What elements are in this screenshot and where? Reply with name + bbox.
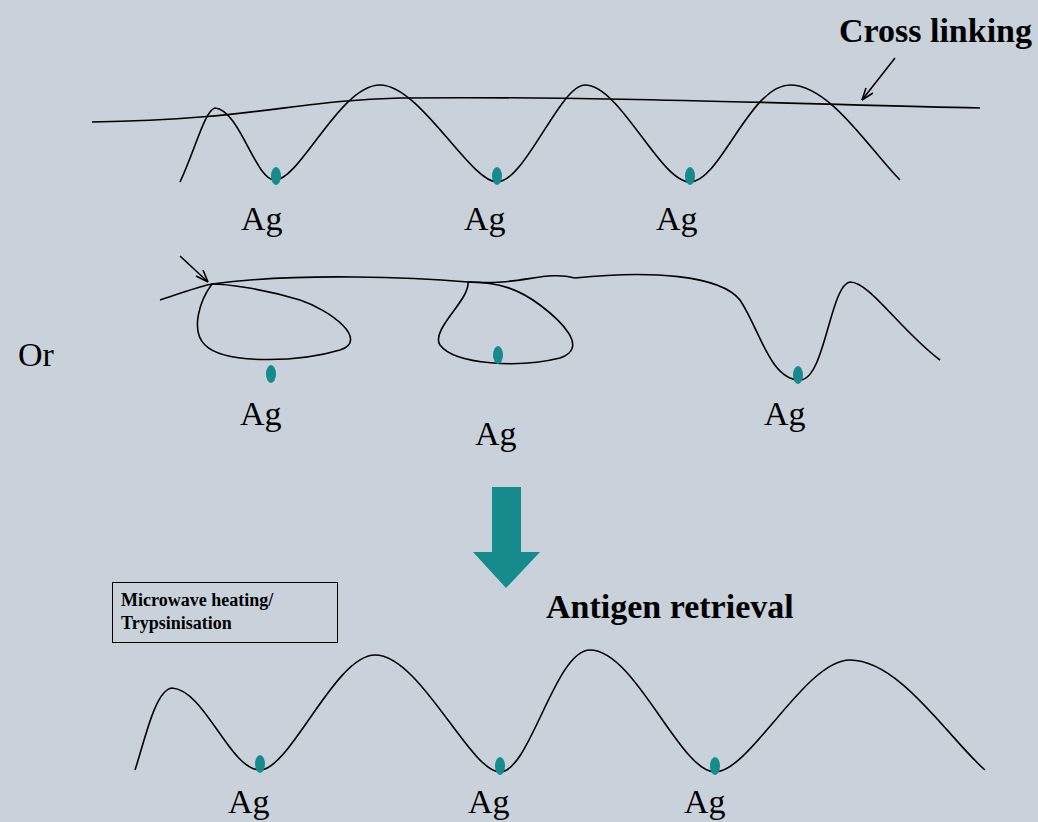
antigen-label: Ag (468, 783, 510, 820)
antigen-label: Ag (464, 200, 506, 237)
antigen-label: Or (18, 336, 54, 373)
antigen-label: Ag (684, 783, 726, 820)
box-text: Microwave heating/ Trypsinisation (121, 589, 311, 636)
antigen-label: Ag (228, 783, 270, 820)
heading-label: Antigen retrieval (546, 588, 794, 625)
process-box: Microwave heating/ Trypsinisation (112, 582, 338, 643)
antigen-label: Ag (241, 200, 283, 237)
heading-label: Cross linking (839, 12, 1032, 49)
antigen-label: Ag (764, 395, 806, 432)
antigen-label: Ag (656, 200, 698, 237)
antigen-label: Ag (475, 415, 517, 452)
antigen-label: Ag (240, 395, 282, 432)
